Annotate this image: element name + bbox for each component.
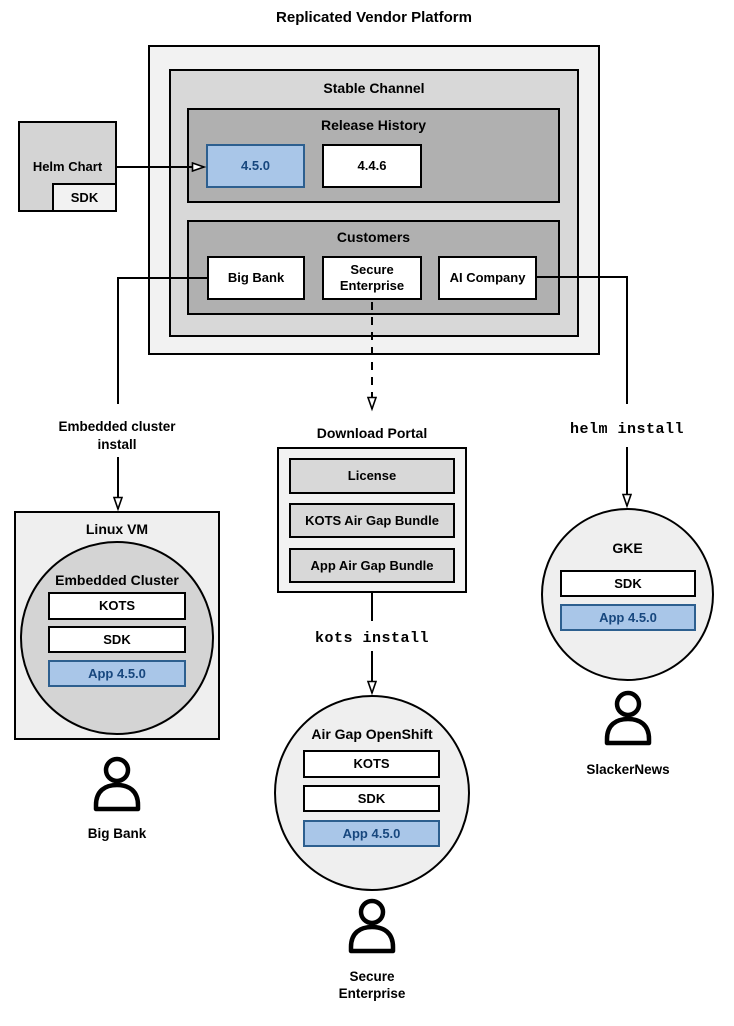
helm-chart-sdk-box: SDK [52,183,117,212]
portal-app-bundle-box: App Air Gap Bundle [289,548,455,583]
helm-chart-label: Helm Chart [32,158,103,174]
stable-channel-title: Stable Channel [323,80,425,96]
openshift-kots-box: KOTS [303,750,440,778]
customer-node-secure-enterprise: Secure Enterprise [322,256,422,300]
gke-sdk-box: SDK [560,570,696,597]
big-bank-user-icon [93,756,141,812]
embedded-cluster-title: Embedded Cluster [55,572,179,588]
portal-kots-bundle-box: KOTS Air Gap Bundle [289,503,455,538]
portal-license-box: License [289,458,455,494]
openshift-app-box: App 4.5.0 [303,820,440,847]
release-history-title: Release History [320,117,427,133]
gke-app-box: App 4.5.0 [560,604,696,631]
release-node-4-4-6: 4.4.6 [322,144,422,188]
customer-node-ai-company: AI Company [438,256,537,300]
openshift-sdk-box: SDK [303,785,440,812]
embedded-cluster-install-label: Embedded cluster install [58,419,176,452]
download-portal-title: Download Portal [316,425,428,441]
kots-install-label: kots install [314,630,430,647]
secure-enterprise-user-icon [348,898,396,954]
big-bank-user-label: Big Bank [87,826,147,841]
linux-vm-title: Linux VM [85,521,149,537]
diagram-title: Replicated Vendor Platform [276,9,472,26]
embedded-cluster-sdk-box: SDK [48,626,186,653]
customer-node-big-bank: Big Bank [207,256,305,300]
embedded-cluster-app-box: App 4.5.0 [48,660,186,687]
customers-title: Customers [336,229,411,245]
slackernews-user-label: SlackerNews [586,762,670,777]
air-gap-openshift-title: Air Gap OpenShift [311,726,433,742]
slackernews-user-icon [604,690,652,746]
secure-enterprise-user-label: Secure Enterprise [338,969,406,1001]
helm-install-label: helm install [569,421,685,438]
release-node-4-5-0: 4.5.0 [206,144,305,188]
embedded-cluster-kots-box: KOTS [48,592,186,620]
gke-title: GKE [612,540,643,556]
